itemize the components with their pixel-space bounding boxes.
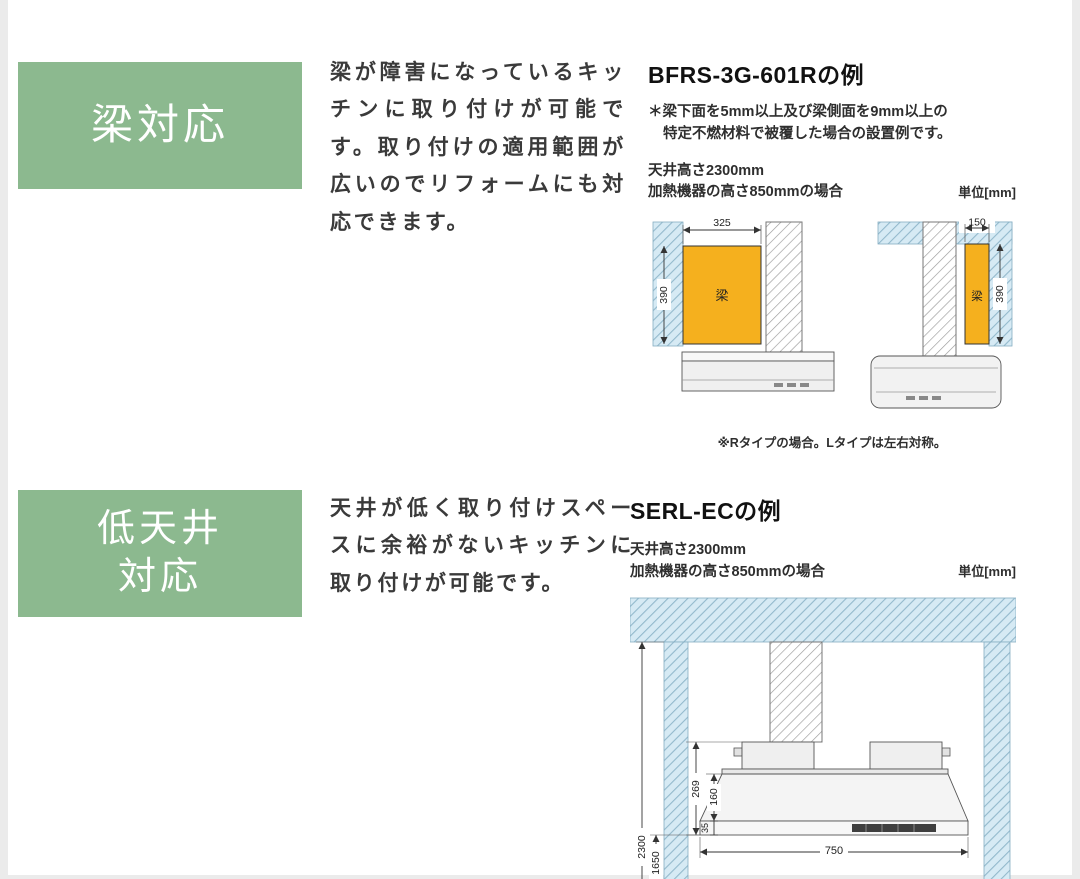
beam-description: 梁が障害になっているキッチンに取り付けが可能です。取り付けの適用範囲が広いのでリ… [330, 61, 626, 234]
page-edge-right [1072, 0, 1080, 879]
beam-conditions: 天井高さ2300mm 加熱機器の高さ850mmの場合 単位[mm] [648, 161, 1016, 205]
low-ceiling-example-title: SERL-ECの例 [630, 498, 782, 524]
dim-left-beam-width: 325 [713, 217, 731, 229]
dim-canopy-height: 160 [708, 788, 720, 806]
hood-mount-right [869, 741, 943, 769]
beam-rect [682, 245, 762, 345]
dim-left-beam-height: 390 [658, 286, 670, 304]
island-range-hood [699, 741, 969, 835]
page-edge-bottom [0, 875, 1080, 879]
dim-floor-clearance: 1650 [650, 851, 662, 875]
duct-hatch [769, 641, 823, 742]
beam-rect [964, 243, 990, 345]
beam-diagram: 梁 325 390 [652, 217, 1013, 409]
beam-example-title: BFRS-3G-601Rの例 [648, 62, 865, 88]
beam-diagram-right: 梁 150 390 [870, 217, 1013, 409]
low-ceiling-conditions: 天井高さ2300mm 加熱機器の高さ850mmの場合 単位[mm] [630, 540, 1016, 584]
beam-note: ＊梁下面を5mm以上及び梁側面を9mm以上の 特定不燃材料で被覆した場合の設置例… [648, 102, 1016, 146]
beam-condition-line2: 加熱機器の高さ850mmの場合 [648, 184, 843, 201]
low-ceiling-condition-line2: 加熱機器の高さ850mmの場合 [630, 563, 825, 580]
range-hood-left [681, 351, 835, 392]
dim-ceiling-height: 2300 [636, 835, 648, 859]
low-ceiling-badge-line2: 対応 [117, 555, 202, 598]
duct-hatch [765, 221, 803, 353]
dim-panel-height: 35 [700, 822, 710, 832]
beam-example: BFRS-3G-601Rの例 ＊梁下面を5mm以上及び梁側面を9mm以上の 特定… [648, 56, 1016, 451]
ceiling-hatch [630, 597, 1016, 642]
hood-mount-left [741, 741, 815, 769]
beam-unit-label: 単位[mm] [958, 184, 1016, 200]
duct-hatch [922, 221, 957, 357]
beam-note-line2: 特定不燃材料で被覆した場合の設置例です。 [663, 125, 952, 142]
beam-label: 梁 [971, 289, 983, 303]
dim-right-beam-height: 390 [994, 285, 1006, 303]
low-ceiling-badge-line1: 低天井 [96, 508, 223, 550]
beam-diagram-left: 梁 325 390 [652, 217, 835, 392]
hood-top-plate [721, 768, 949, 774]
dim-right-beam-width: 150 [968, 217, 986, 229]
beam-note-line1: ＊梁下面を5mm以上及び梁側面を9mm以上の [648, 104, 948, 120]
low-ceiling-example: SERL-ECの例 天井高さ2300mm 加熱機器の高さ850mmの場合 単位[… [630, 492, 1016, 879]
beam-condition-line1: 天井高さ2300mm [648, 162, 765, 179]
low-ceiling-diagram: 269 160 35 750 2300 [630, 597, 1016, 879]
low-ceiling-condition-line1: 天井高さ2300mm [630, 542, 747, 558]
low-ceiling-description: 天井が低く取り付けスペースに余裕がないキッチンに取り付けが可能です。 [330, 497, 634, 595]
dim-hood-total-height: 269 [690, 780, 702, 798]
page-edge-left [0, 0, 8, 879]
hood-grille [852, 823, 936, 832]
hood-canopy [699, 773, 969, 821]
dim-hood-width: 750 [825, 845, 843, 857]
low-ceiling-badge: 低天井 対応 [18, 490, 302, 617]
low-ceiling-unit-label: 単位[mm] [958, 564, 1016, 579]
beam-badge-label: 梁対応 [90, 101, 229, 149]
wall-hatch-right [983, 641, 1011, 879]
wall-hatch-left [663, 641, 689, 879]
beam-label: 梁 [715, 288, 728, 303]
range-hood-right [870, 355, 1002, 409]
beam-diagram-footnote: ※Rタイプの場合。Lタイプは左右対称。 [717, 436, 947, 450]
beam-badge: 梁対応 [18, 62, 302, 189]
